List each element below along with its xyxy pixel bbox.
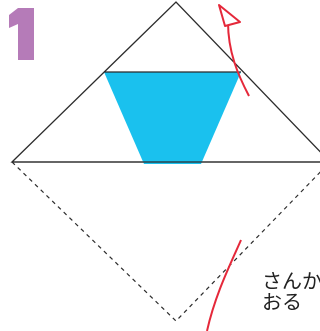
step-number-one-shape bbox=[9, 8, 34, 60]
fold-arrow-head-icon bbox=[219, 5, 240, 26]
caption-line-2: おる bbox=[262, 291, 302, 313]
fold-arrow-lower bbox=[207, 240, 241, 331]
caption-line-1: さんか bbox=[262, 270, 320, 292]
step-number-badge: 1 bbox=[4, 4, 44, 62]
